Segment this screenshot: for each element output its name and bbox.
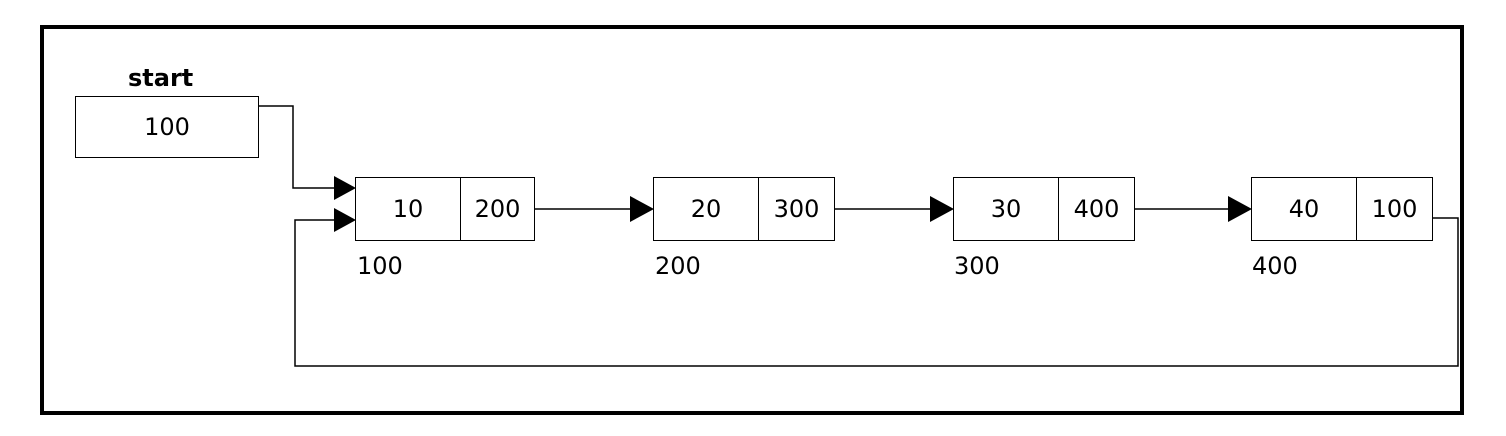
node-3-next: 400 <box>1073 195 1120 223</box>
start-arrow <box>259 105 334 189</box>
start-pointer-box: 100 <box>75 96 259 158</box>
return-arrowhead <box>334 208 356 232</box>
return-arrow <box>294 217 1459 367</box>
node-4: 40 100 <box>1251 177 1433 241</box>
node-2-data: 20 <box>654 178 759 240</box>
node-1-data: 10 <box>356 178 461 240</box>
node-2-next: 300 <box>773 195 820 223</box>
start-label: start <box>128 64 194 92</box>
node-3: 30 400 <box>953 177 1135 241</box>
node-3-data: 30 <box>954 178 1059 240</box>
node-2-address: 200 <box>655 252 701 280</box>
node-1-address: 100 <box>357 252 403 280</box>
node-1: 10 200 <box>355 177 535 241</box>
arrowhead-node4 <box>1228 196 1252 222</box>
node-4-address: 400 <box>1252 252 1298 280</box>
arrowhead-node3 <box>930 196 954 222</box>
node-1-next: 200 <box>474 195 521 223</box>
diagram-frame <box>40 25 1464 415</box>
arrowhead-node2 <box>630 196 654 222</box>
node-3-address: 300 <box>954 252 1000 280</box>
node-4-data: 40 <box>1252 178 1357 240</box>
node-4-next: 100 <box>1371 195 1418 223</box>
node-2: 20 300 <box>653 177 835 241</box>
start-arrowhead <box>334 176 356 200</box>
